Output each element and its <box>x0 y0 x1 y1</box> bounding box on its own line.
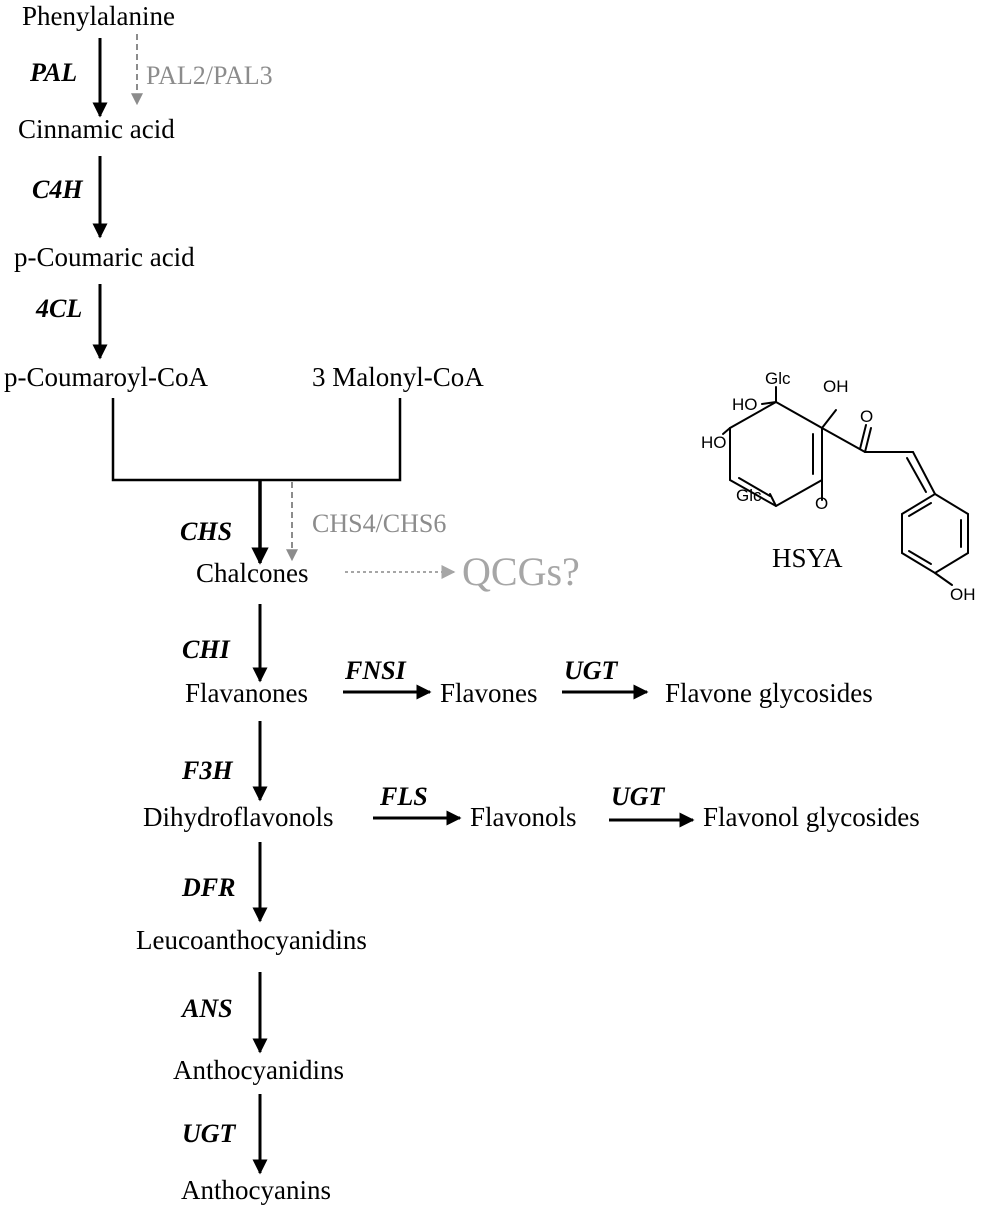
compound-chalcones: Chalcones <box>196 558 309 588</box>
enzyme-f3h: F3H <box>182 756 233 785</box>
compound-malonyl-coa: 3 Malonyl-CoA <box>312 362 484 392</box>
enzyme-chi: CHI <box>182 635 230 664</box>
atom-ho-mid: HO <box>701 433 727 452</box>
atom-oh-top: OH <box>823 377 849 396</box>
enzyme-pal2-pal3: PAL2/PAL3 <box>146 61 273 90</box>
compound-p-coumaric-acid: p-Coumaric acid <box>14 242 195 272</box>
enzyme-fnsi: FNSI <box>345 656 406 685</box>
enzyme-ugt-flavone: UGT <box>564 656 618 685</box>
compound-flavones: Flavones <box>440 678 538 708</box>
compound-cinnamic-acid: Cinnamic acid <box>18 114 175 144</box>
compound-leucoanthocyanidins: Leucoanthocyanidins <box>136 925 367 955</box>
compound-dihydroflavonols: Dihydroflavonols <box>143 802 334 832</box>
enzyme-chs4-chs6: CHS4/CHS6 <box>312 509 447 538</box>
compound-anthocyanins: Anthocyanins <box>181 1175 331 1205</box>
compound-phenylalanine: Phenylalanine <box>22 1 175 31</box>
enzyme-ans: ANS <box>182 994 233 1023</box>
atom-ho-top: HO <box>732 395 758 414</box>
enzyme-4cl: 4CL <box>36 294 83 323</box>
compound-flavonols: Flavonols <box>470 802 577 832</box>
enzyme-ugt-flavonol: UGT <box>611 782 665 811</box>
compound-flavone-glycosides: Flavone glycosides <box>665 678 873 708</box>
atom-glc-top: Glc <box>765 369 791 388</box>
atom-o-ring: O <box>815 494 828 513</box>
merge-bracket <box>111 398 402 482</box>
compound-flavanones: Flavanones <box>185 678 308 708</box>
enzyme-fls: FLS <box>380 782 428 811</box>
compound-p-coumaroyl-coa: p-Coumaroyl-CoA <box>4 362 208 392</box>
atom-o-ketone: O <box>860 407 873 426</box>
structure-name-hsya: HSYA <box>772 543 843 573</box>
phenol-ring <box>901 492 969 575</box>
enzyme-dfr: DFR <box>182 873 236 902</box>
enzyme-ugt-anthocyanin: UGT <box>182 1119 236 1148</box>
compound-flavonol-glycosides: Flavonol glycosides <box>703 802 920 832</box>
compound-anthocyanidins: Anthocyanidins <box>173 1055 344 1085</box>
compound-qcgs: QCGs? <box>462 549 580 594</box>
hsya-atom-labels: Glc HO OH HO Glc O O OH <box>701 369 976 604</box>
atom-oh-phenol: OH <box>950 585 976 604</box>
enzyme-c4h: C4H <box>32 175 83 204</box>
atom-glc-bottom: Glc <box>736 486 762 505</box>
hsya-structure <box>722 386 969 586</box>
enzyme-pal: PAL <box>30 58 78 87</box>
enzyme-chs: CHS <box>180 517 233 546</box>
